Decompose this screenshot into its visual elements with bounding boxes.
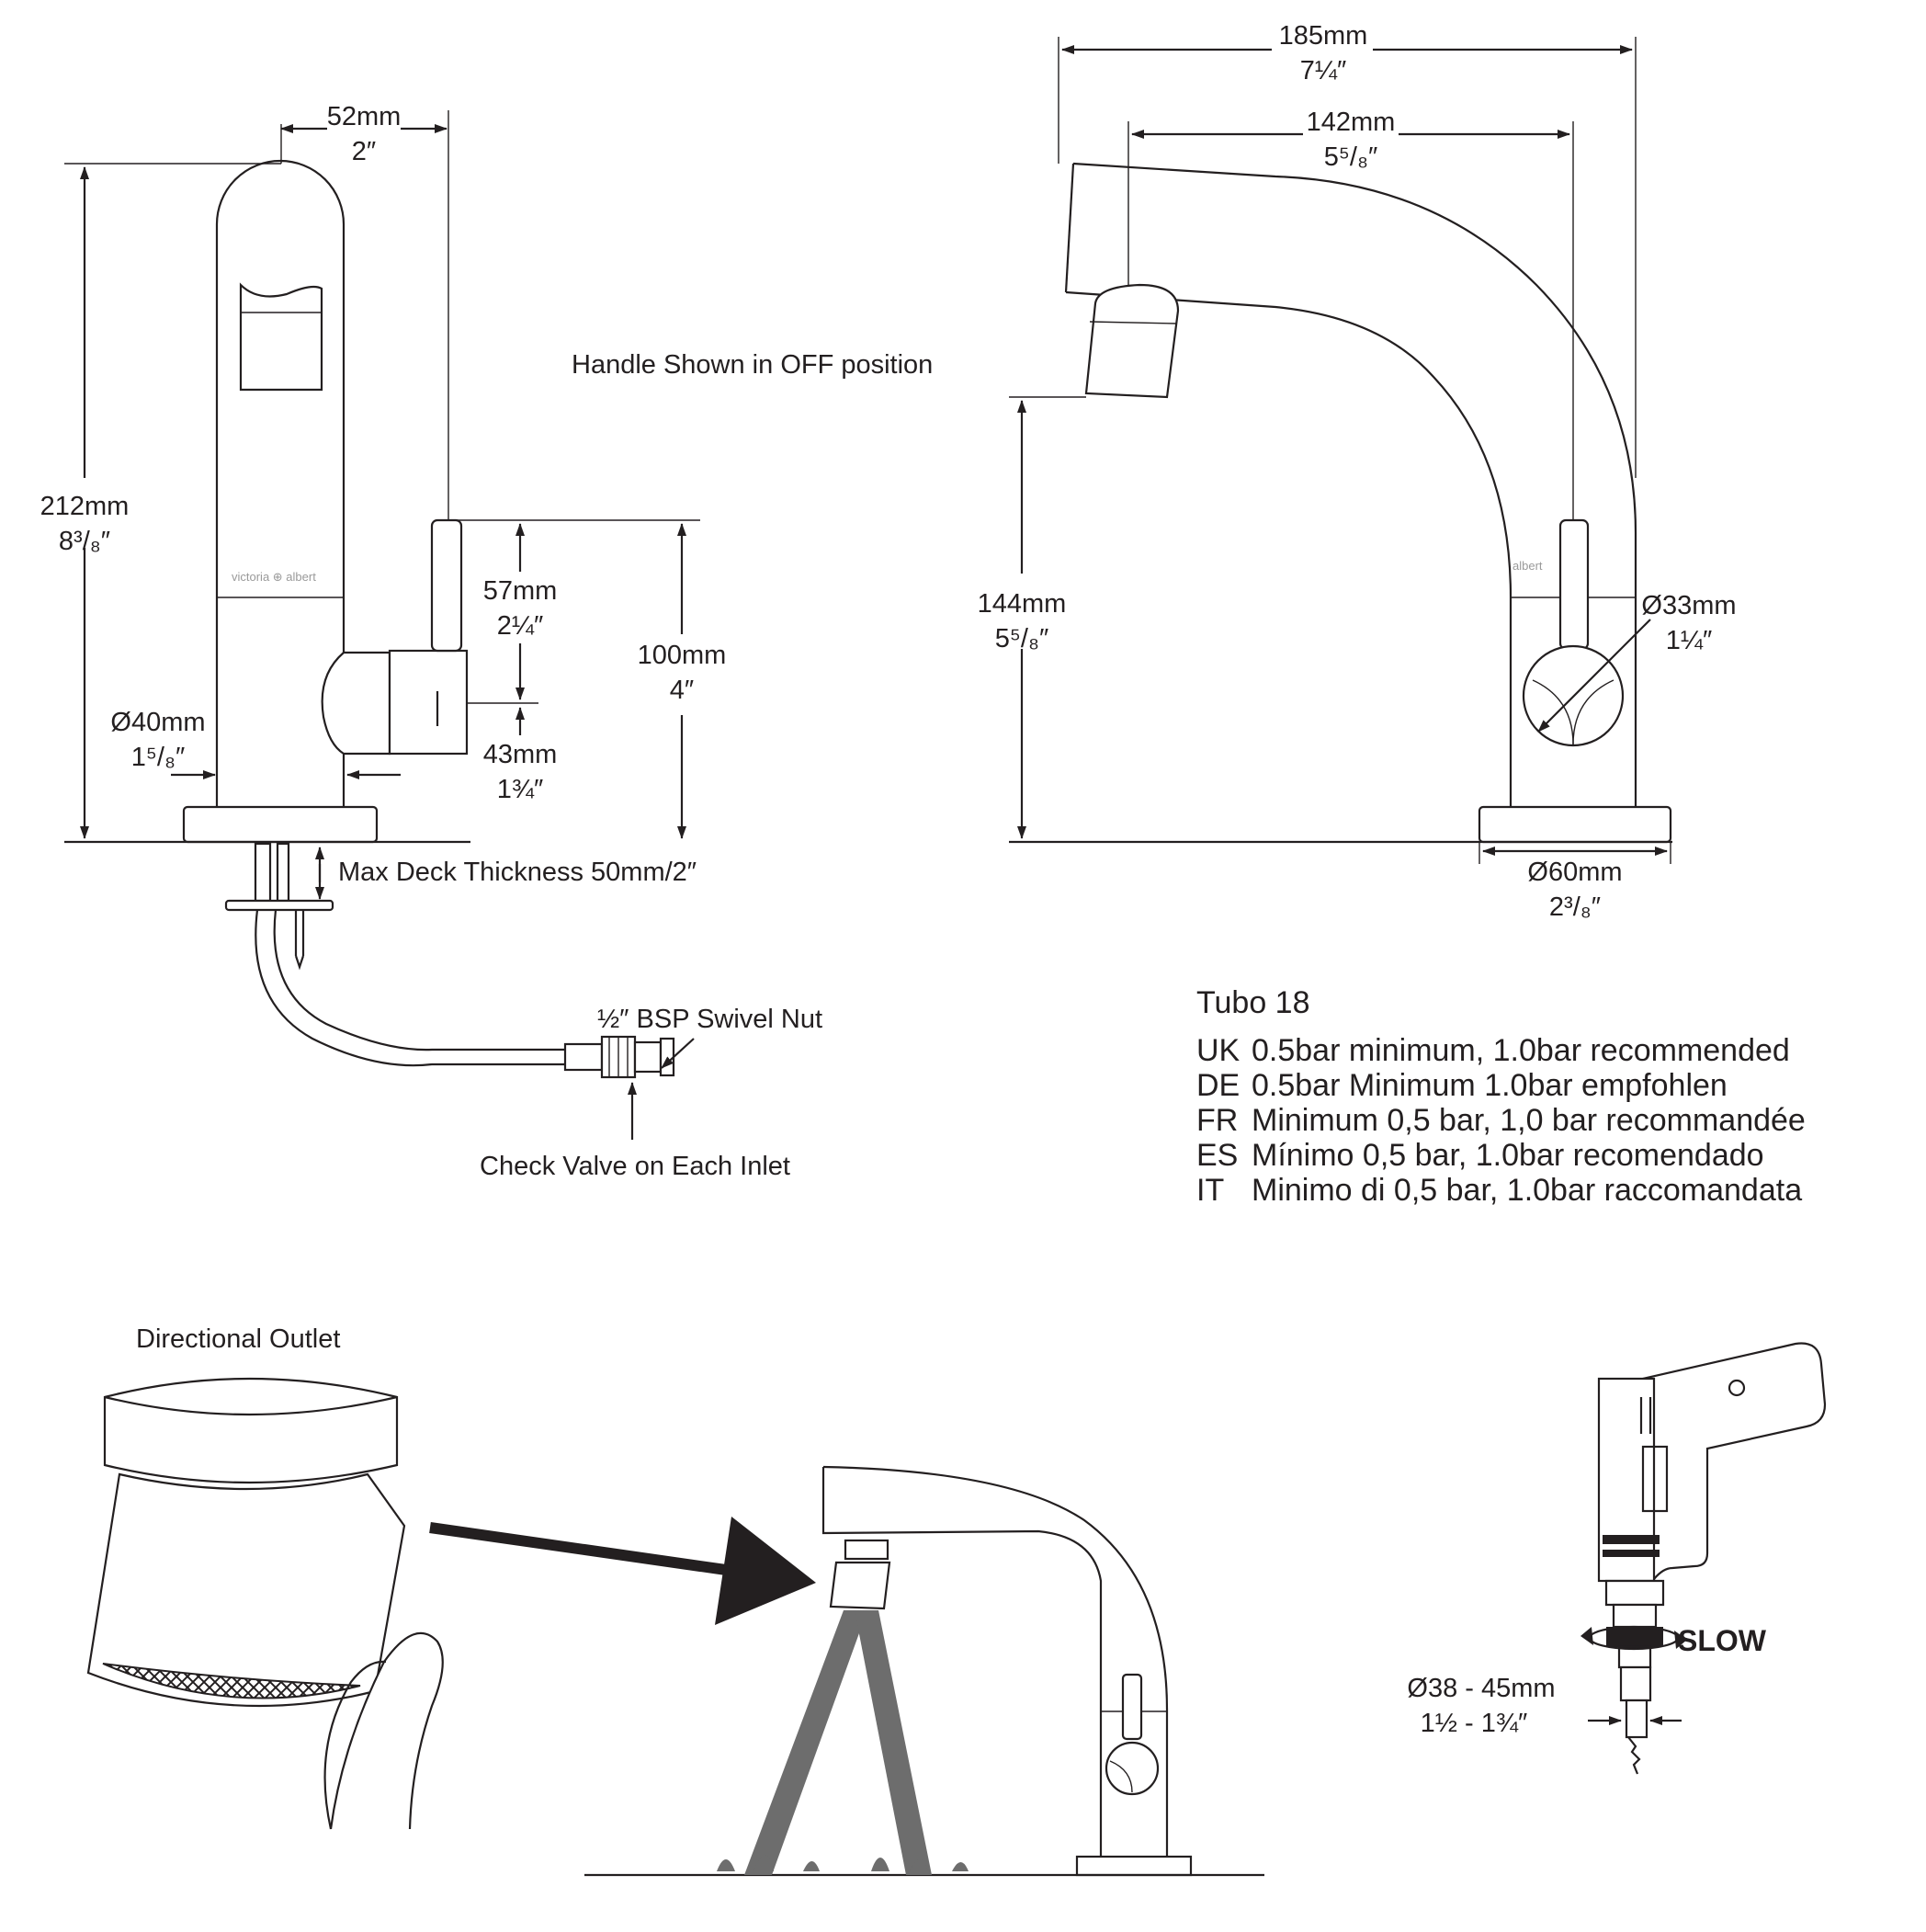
front-view: victoria ⊕ albert 52mm 2″ — [40, 102, 822, 1181]
spec-code-de: DE — [1196, 1068, 1240, 1103]
dim-52mm: 52mm — [327, 102, 402, 131]
pressure-specs: Tubo 18 UK 0.5bar minimum, 1.0bar recomm… — [1196, 985, 1806, 1208]
dim-1-5-8in: 1⁵/₈″ — [131, 743, 186, 772]
check-valve-label: Check Valve on Each Inlet — [480, 1152, 790, 1181]
dim-212mm: 212mm — [40, 492, 130, 521]
outlet-cap — [103, 1377, 399, 1484]
direction-arrow-icon — [429, 1517, 816, 1625]
spec-text-it: Minimo di 0,5 bar, 1.0bar raccomandata — [1252, 1173, 1802, 1208]
finger-icon — [329, 1631, 444, 1830]
outlet-side — [1084, 283, 1180, 399]
faucet-body-front — [215, 159, 346, 807]
dim-144mm: 144mm — [978, 589, 1067, 619]
spec-text-es: Mínimo 0,5 bar, 1.0bar recomendado — [1252, 1138, 1764, 1173]
handle-front — [430, 518, 463, 653]
swivel-nut-label: ½″ BSP Swivel Nut — [597, 1005, 822, 1034]
dim-1-1-4in: 1¼″ — [1666, 626, 1713, 655]
dim-8-3-8in: 8³/₈″ — [59, 527, 110, 556]
lever-cap — [388, 649, 469, 756]
spec-code-es: ES — [1196, 1138, 1238, 1173]
side-view: albert 185mm 7¼″ 142mm 5⁵/₈″ 144mm 5⁵/₈″ — [978, 21, 1737, 922]
drill-illustration: SLOW Ø38 - 45mm 1½ - 1¾″ — [1407, 1342, 1827, 1775]
specs-title: Tubo 18 — [1196, 985, 1310, 1020]
base-side — [1478, 805, 1672, 844]
drill-icon — [1601, 1342, 1827, 1583]
dim-hole-in: 1½ - 1¾″ — [1421, 1709, 1528, 1738]
dim-2-3-8in: 2³/₈″ — [1549, 892, 1601, 922]
dim-dia-33mm: Ø33mm — [1641, 591, 1736, 620]
directional-outlet-detail: Directional Outlet — [86, 1324, 444, 1830]
spec-code-it: IT — [1196, 1173, 1224, 1208]
dim-1-3-4in: 1¾″ — [497, 775, 544, 804]
dim-185mm: 185mm — [1279, 21, 1368, 51]
dim-57mm: 57mm — [483, 576, 558, 606]
spray-faucet — [821, 1467, 1103, 1857]
dim-5-5-8in-b: 5⁵/₈″ — [995, 624, 1049, 653]
dim-2in: 2″ — [352, 137, 376, 166]
spec-code-uk: UK — [1196, 1033, 1241, 1068]
handle-position-note: Handle Shown in OFF position — [572, 350, 933, 380]
base-front — [182, 805, 379, 844]
spray-illustration — [584, 1465, 1264, 1877]
spec-text-uk: 0.5bar minimum, 1.0bar recommended — [1252, 1033, 1790, 1068]
dim-5-5-8in-a: 5⁵/₈″ — [1324, 142, 1378, 172]
dim-2-1-4in: 2¼″ — [497, 611, 544, 641]
dim-4in: 4″ — [670, 676, 694, 705]
deck-thickness-label: Max Deck Thickness 50mm/2″ — [338, 858, 697, 887]
dim-dia-60mm: Ø60mm — [1527, 858, 1622, 887]
brand-mark: victoria ⊕ albert — [232, 570, 316, 584]
dim-dia-40mm: Ø40mm — [110, 708, 205, 737]
outlet-caption: Directional Outlet — [136, 1324, 340, 1354]
lever-boss — [321, 651, 391, 756]
handle-side — [1558, 518, 1590, 651]
spec-code-fr: FR — [1196, 1103, 1238, 1138]
dim-43mm: 43mm — [483, 740, 558, 769]
flex-hose — [255, 909, 565, 1067]
dim-142mm: 142mm — [1307, 108, 1396, 137]
drill-speed-label: SLOW — [1678, 1624, 1767, 1657]
dim-7-1-4in: 7¼″ — [1300, 56, 1347, 85]
spec-text-fr: Minimum 0,5 bar, 1,0 bar recommandée — [1252, 1103, 1806, 1138]
dim-hole-mm: Ø38 - 45mm — [1407, 1674, 1555, 1703]
control-window — [239, 282, 323, 392]
dim-100mm: 100mm — [638, 641, 727, 670]
side-brand-mark: albert — [1512, 559, 1543, 573]
spec-text-de: 0.5bar Minimum 1.0bar empfohlen — [1252, 1068, 1728, 1103]
spout-outline — [1072, 162, 1637, 807]
